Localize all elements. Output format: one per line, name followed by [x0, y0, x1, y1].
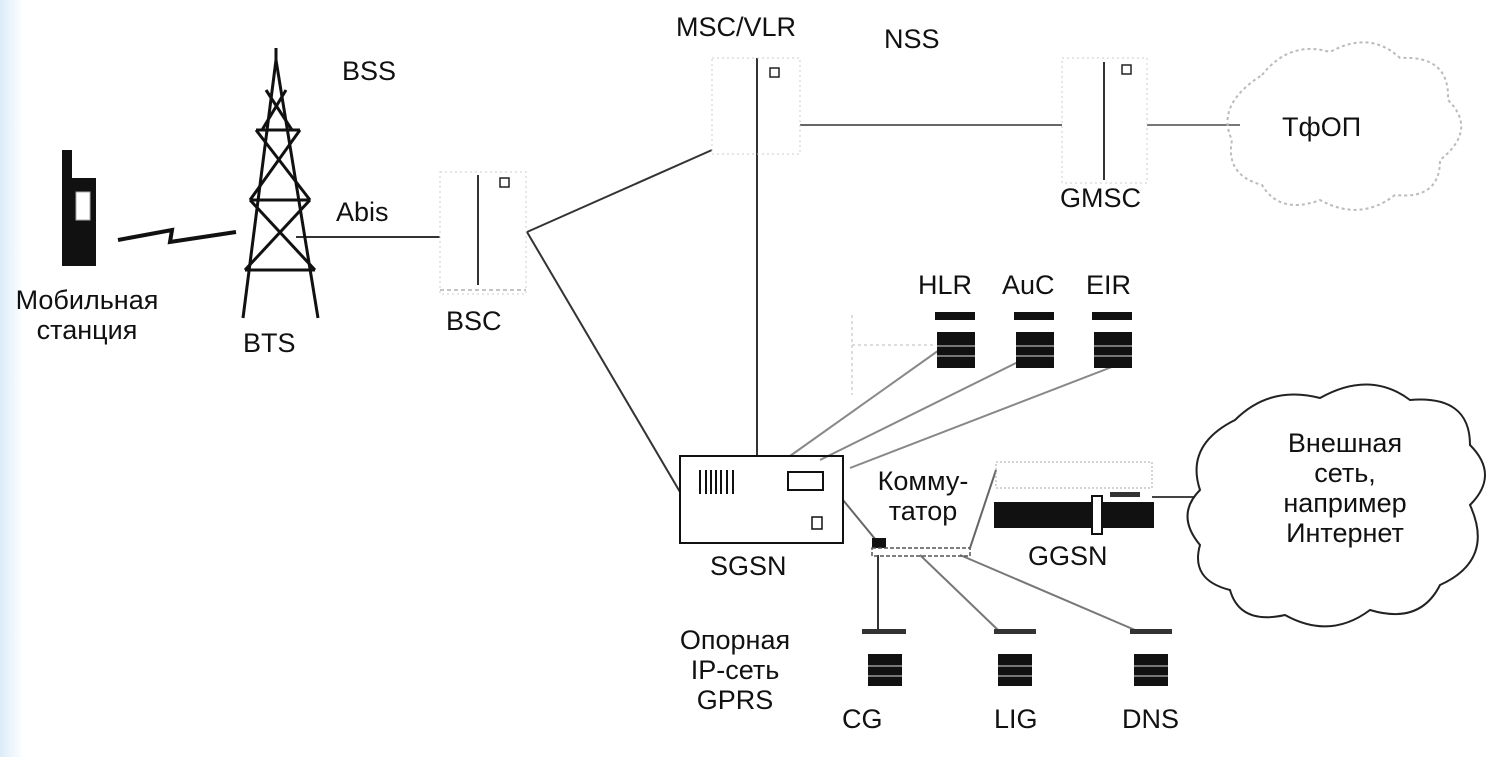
label-external-line2: сеть, [1314, 458, 1376, 488]
label-external-line3: например [1283, 488, 1407, 518]
bsc-cabinet-icon [439, 171, 527, 295]
label-backbone: Опорная IP-сеть GPRS [670, 625, 800, 715]
gmsc-cabinet-icon [1061, 57, 1148, 184]
switch-icon [871, 538, 971, 557]
label-external-network: Внешная сеть, например Интернет [1250, 428, 1440, 548]
label-eir: EIR [1086, 270, 1132, 300]
antenna-tower-icon [241, 48, 320, 319]
label-bts: BTS [243, 328, 296, 358]
label-auc: AuC [1002, 270, 1055, 300]
label-mobile-station: Мобильная станция [2, 285, 172, 345]
link-sgsn-switch [842, 499, 881, 546]
radio-link-icon [117, 227, 237, 245]
label-switch: Комму- татор [858, 466, 988, 526]
server-icon [994, 629, 1036, 686]
link-switch-eir [849, 364, 1118, 469]
label-bsc: BSC [446, 306, 502, 336]
label-external-line4: Интернет [1286, 518, 1404, 548]
msc-vlr-cabinet-icon [711, 57, 801, 155]
label-mobile-station-line2: станция [36, 315, 138, 345]
label-dns: DNS [1122, 704, 1180, 734]
ggsn-icon [994, 461, 1154, 535]
label-external-line1: Внешная [1287, 428, 1403, 458]
label-switch-line2: татор [888, 496, 958, 526]
link-switch-hlr [789, 347, 943, 457]
link-switch-auc [819, 359, 1023, 461]
label-abis: Abis [336, 197, 389, 227]
label-gmsc: GMSC [1060, 183, 1141, 213]
mobile-phone-icon [62, 150, 96, 266]
label-tfop: ТфОП [1282, 112, 1362, 142]
cloud-icon [1186, 383, 1486, 628]
server-icon [1014, 312, 1054, 368]
label-switch-line1: Комму- [877, 466, 969, 496]
label-sgsn: SGSN [710, 551, 787, 581]
sgsn-box-icon [679, 455, 844, 544]
label-backbone-line1: Опорная [679, 625, 791, 655]
label-ggsn: GGSN [1028, 541, 1108, 571]
label-nss: NSS [884, 24, 940, 54]
label-hlr: HLR [918, 270, 973, 300]
server-icon [1092, 312, 1132, 368]
server-icon [1130, 629, 1172, 686]
label-lig: LIG [994, 704, 1038, 734]
link-bsc-msc [526, 149, 713, 233]
link-switch-lig [919, 554, 999, 631]
link-switch-ggsn [969, 469, 997, 549]
server-icon [862, 629, 906, 686]
label-bss: BSS [342, 56, 397, 86]
label-msc-vlr: MSC/VLR [676, 12, 797, 42]
label-backbone-line2: IP-сеть [690, 655, 780, 685]
label-cg: CG [842, 704, 883, 734]
link-switch-dns [959, 554, 1136, 631]
server-icon [935, 312, 975, 368]
link-bsc-sgsn [526, 231, 681, 493]
label-backbone-line3: GPRS [696, 685, 774, 715]
label-mobile-station-line1: Мобильная [15, 285, 159, 315]
